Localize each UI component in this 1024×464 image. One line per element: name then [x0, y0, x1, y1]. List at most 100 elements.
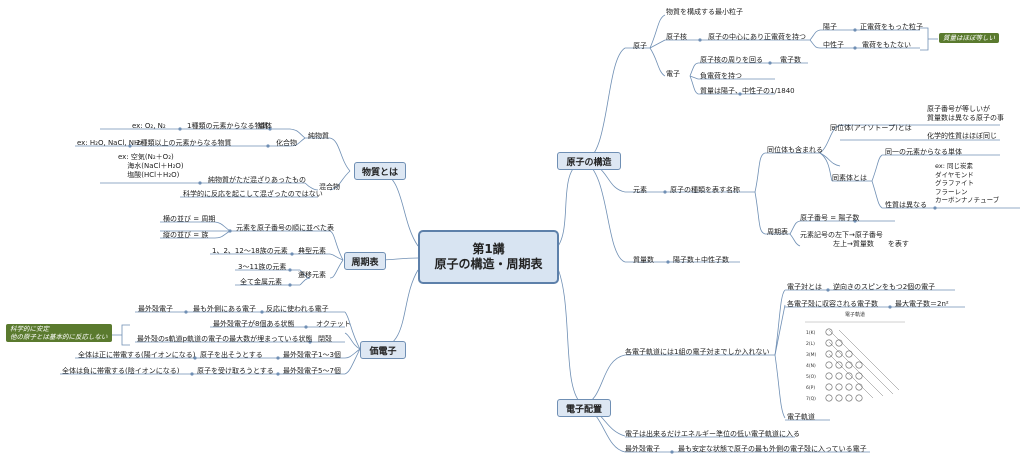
valence-range-1-3: 最外殻電子1〜3個	[283, 351, 341, 359]
electron-mass: 質量は陽子、中性子の1/1840	[700, 87, 795, 95]
orbital-circle	[825, 372, 833, 380]
orbital-pair-rule: 各電子軌道には1組の電子対までしか入れない	[625, 348, 770, 356]
allotrope-label: 同素体とは	[832, 174, 867, 182]
nucleus-desc: 原子の中心にあり正電荷を持つ	[708, 33, 806, 41]
orbital-circle	[845, 372, 853, 380]
mixture-desc: 純物質がただ混ざりあったもの	[208, 176, 306, 184]
shell-label: 7(Q)	[806, 396, 816, 402]
electron-pair-label: 電子対とは	[787, 283, 822, 291]
element-label: 元素	[633, 186, 647, 194]
orbital-circle	[825, 394, 833, 402]
compound-desc: 2種類以上の元素からなる物質	[136, 139, 232, 147]
notation-1: 元素記号の左下→原子番号	[800, 231, 883, 239]
outermost-electron-desc: 最も外側にある電子	[193, 305, 256, 313]
branch-atom-structure[interactable]: 原子の構造	[557, 152, 621, 170]
outermost-electron-label: 最外殻電子	[138, 305, 173, 313]
typical-element-label: 典型元素	[298, 247, 326, 255]
accept-electron-desc: 原子を受け取ろうとする	[197, 367, 274, 375]
octet-condition: 最外殻電子が8個ある状態	[213, 320, 295, 328]
central-topic[interactable]: 第1講 原子の構造・周期表	[418, 230, 559, 284]
orbital-circle	[835, 383, 843, 391]
central-subtitle: 原子の構造・周期表	[434, 257, 543, 271]
orbital-circle	[855, 372, 863, 380]
atomic-number-def: 原子番号 = 陽子数	[800, 214, 860, 222]
orbital-circle	[835, 372, 843, 380]
branch-periodic-table[interactable]: 周期表	[344, 252, 386, 270]
mass-number-def: 陽子数＋中性子数	[673, 256, 729, 264]
shell-label: 4(N)	[806, 363, 816, 369]
orbital-circle	[845, 394, 853, 402]
element-substance-example: ex: O₂, N₂	[132, 122, 166, 130]
allotrope-examples: ex: 同じ炭素 ダイヤモンド グラファイト フラーレン カーボンナノチューブ	[935, 162, 1000, 204]
orbital-circle	[825, 383, 833, 391]
isotope-label: 同位体(アイソトープ)とは	[830, 124, 912, 132]
element-desc: 原子の種類を表す名称	[670, 186, 740, 194]
compound-label: 化合物	[276, 139, 297, 147]
all-metal-elements: 全て金属元素	[240, 278, 282, 286]
pure-substance-label: 純物質	[308, 132, 329, 140]
closed-shell-condition: 最外殻のs軌道p軌道の電子の最大数が埋まっている状態	[137, 335, 313, 343]
orbital-circle	[845, 361, 853, 369]
mixture-label: 混合物	[319, 183, 340, 191]
typical-element-groups: 1、2、12〜18族の元素	[212, 247, 288, 255]
orbital-circle	[855, 383, 863, 391]
orbital-circle	[855, 394, 863, 402]
electron-pair-desc: 逆向きのスピンをもつ2個の電子	[833, 283, 936, 291]
outer-electron-label: 最外殻電子	[625, 445, 660, 453]
orbital-circle	[825, 328, 833, 336]
orbital-circle	[845, 350, 853, 358]
branch-electron-config[interactable]: 電子配置	[557, 399, 611, 417]
electron-negative: 負電荷を持つ	[700, 72, 742, 80]
shell-label: 6(P)	[806, 385, 815, 391]
negative-charge-desc: 全体は負に帯電する(陰イオンになる)	[62, 367, 180, 375]
shell-label: 2(L)	[806, 341, 815, 347]
branch-matter[interactable]: 物質とは	[354, 162, 406, 180]
electron-label: 電子	[666, 70, 680, 78]
isotope-included: 同位体も含まれる	[767, 146, 823, 154]
orbital-circle	[835, 339, 843, 347]
electron-orbit: 原子核の周りを回る	[700, 56, 763, 64]
mass-equal-note: 質量はほぼ等しい	[939, 33, 999, 43]
atom-label: 原子	[633, 42, 647, 50]
element-substance-desc: 1種類の元素からなる物質	[187, 122, 269, 130]
allotrope-properties: 性質は異なる	[885, 201, 927, 209]
closed-shell-label: 閉殻	[318, 335, 332, 343]
proton-label: 陽子	[823, 23, 837, 31]
notation-2: 左上→質量数 を表す	[833, 240, 909, 248]
reaction-electron: 反応に使われる電子	[266, 305, 329, 313]
group-col-label: 縦の並び = 族	[163, 231, 209, 239]
branch-valence-electrons[interactable]: 価電子	[360, 341, 406, 359]
isotope-def-2: 質量数は異なる原子の事	[927, 114, 1004, 122]
isotope-def-1: 原子番号が等しいが	[927, 105, 990, 113]
nucleus-label: 原子核	[666, 33, 687, 41]
element-substance-label: 単体	[258, 122, 272, 130]
shell-label: 3(M)	[806, 352, 817, 358]
mixture-note: 科学的に反応を起こして混ざったのではない	[183, 190, 323, 198]
orbital-circle	[855, 361, 863, 369]
orbital-circle	[825, 361, 833, 369]
valence-range-5-7: 最外殻電子5〜7個	[283, 367, 341, 375]
orbital-circle	[835, 361, 843, 369]
shell-label: 5(O)	[806, 374, 816, 380]
positive-charge-desc: 全体は正に帯電する(陽イオンになる)	[78, 351, 196, 359]
transition-element-label: 遷移元素	[298, 271, 326, 279]
atom-smallest-particle: 物質を構成する最小粒子	[666, 8, 743, 16]
proton-desc: 正電荷をもった粒子	[860, 23, 923, 31]
period-row-label: 横の並び = 周期	[163, 215, 216, 223]
orbital-circle	[845, 383, 853, 391]
mass-number-label: 質量数	[633, 256, 654, 264]
mixture-examples: ex: 空気(N₂＋O₂) 海水(NaCl＋H₂O) 塩酸(HCl＋H₂O)	[118, 153, 184, 179]
orbital-diagram: 電子軌道 1(K)2(L)3(M)4(N)5(O)6(P)7(Q)	[805, 311, 905, 402]
octet-label: オクテット	[316, 320, 351, 328]
lowest-energy-rule: 電子は出来るだけエネルギー準位の低い電子軌道に入る	[625, 430, 800, 438]
release-electron-desc: 原子を出そうとする	[200, 351, 263, 359]
orbital-circle	[825, 339, 833, 347]
orbital-circle	[835, 394, 843, 402]
orbital-circle	[835, 350, 843, 358]
element-periodic-label: 周期表	[767, 228, 788, 236]
central-title: 第1講	[472, 242, 505, 256]
electron-count: 電子数	[780, 56, 801, 64]
neutron-label: 中性子	[823, 41, 844, 49]
shell-capacity-label: 各電子殻に収容される電子数	[787, 300, 878, 308]
transition-element-groups: 3〜11族の元素	[238, 263, 287, 271]
